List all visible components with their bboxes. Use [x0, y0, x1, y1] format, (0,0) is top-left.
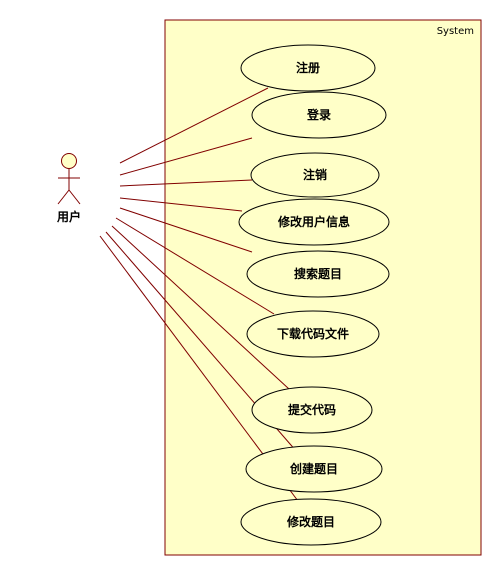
association-search-problem	[119, 207, 253, 253]
use-case-ellipse	[245, 445, 383, 493]
association-edit-user-info	[119, 197, 243, 212]
use-case-login[interactable]: 登录	[251, 91, 387, 139]
use-case-label: 创建题目	[289, 461, 338, 476]
actor-right-leg	[68, 189, 81, 205]
use-case-label: 下载代码文件	[277, 326, 349, 341]
use-case-ellipse	[240, 44, 376, 92]
use-case-edit-user-info[interactable]: 修改用户信息	[238, 198, 390, 246]
use-case-create-problem[interactable]: 创建题目	[245, 445, 383, 493]
actor-label: 用户	[56, 209, 81, 224]
use-case-ellipse	[240, 498, 382, 546]
use-case-ellipse	[251, 91, 387, 139]
association-logout	[119, 179, 253, 187]
actor-user[interactable]: 用户	[56, 153, 81, 225]
use-case-label: 修改题目	[286, 514, 335, 529]
association-download-code-file	[115, 217, 275, 315]
association-register	[119, 87, 269, 164]
use-case-submit-code[interactable]: 提交代码	[251, 386, 373, 434]
use-case-label: 提交代码	[288, 402, 336, 417]
use-case-label: 注销	[303, 167, 327, 182]
use-case-label: 搜索题目	[294, 266, 342, 281]
use-case-label: 修改用户信息	[277, 214, 350, 229]
association-login	[119, 137, 253, 176]
use-case-edit-problem[interactable]: 修改题目	[240, 498, 382, 546]
use-case-search-problem[interactable]: 搜索题目	[246, 250, 390, 298]
use-case-label: 注册	[296, 60, 320, 75]
use-case-ellipse	[250, 152, 380, 198]
actor-left-leg	[57, 189, 70, 205]
use-case-ellipse	[246, 310, 380, 358]
use-case-ellipse	[251, 386, 373, 434]
actor-head	[61, 153, 77, 169]
use-case-download-code-file[interactable]: 下载代码文件	[246, 310, 380, 358]
association-submit-code	[111, 225, 290, 390]
use-case-ellipse	[246, 250, 390, 298]
use-case-logout[interactable]: 注销	[250, 152, 380, 198]
use-case-register[interactable]: 注册	[240, 44, 376, 92]
use-case-label: 登录	[306, 107, 331, 122]
use-case-ellipse	[238, 198, 390, 246]
system-label: System	[437, 26, 474, 37]
